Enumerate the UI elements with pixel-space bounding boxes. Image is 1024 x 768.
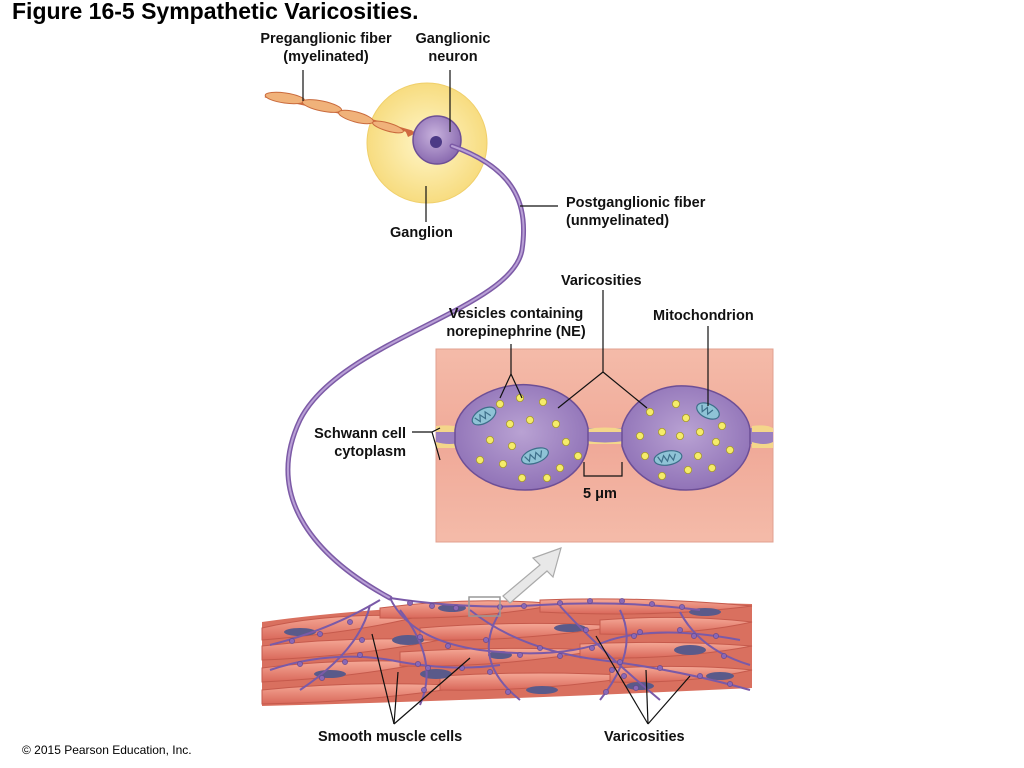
label-preganglionic-line2: (myelinated) (283, 49, 369, 65)
label-ganglionic-neuron: Ganglionic neuron (408, 30, 498, 66)
smooth-muscle-tissue (261, 598, 753, 706)
label-ganglionic-neuron-line2: neuron (428, 49, 478, 65)
label-ganglion: Ganglion (390, 225, 453, 241)
label-postganglionic-line2: (unmyelinated) (566, 213, 670, 229)
label-vesicles-line2: norepinephrine (NE) (446, 324, 586, 340)
label-vesicles-line1: Vesicles containing (448, 306, 584, 322)
varicosity-beads (289, 598, 733, 695)
label-varicosities-top: Varicosities (561, 273, 642, 289)
label-schwann-line1: Schwann cell (314, 426, 406, 442)
varicosity-inset (435, 348, 774, 543)
magnified-region-box (468, 596, 501, 617)
label-vesicles: Vesicles containing norepinephrine (NE) (436, 305, 596, 341)
label-mitochondrion: Mitochondrion (653, 308, 754, 324)
label-postganglionic-line1: Postganglionic fiber (566, 195, 706, 211)
label-varicosities-bottom: Varicosities (604, 729, 685, 745)
label-schwann-line2: cytoplasm (334, 444, 406, 460)
copyright-notice: © 2015 Pearson Education, Inc. (22, 743, 192, 757)
label-preganglionic-fiber: Preganglionic fiber (myelinated) (246, 30, 406, 66)
neuron-nucleus (430, 136, 442, 148)
label-schwann-cell: Schwann cell cytoplasm (296, 425, 406, 461)
label-scale-bar: 5 μm (583, 486, 617, 502)
leader-lines (302, 70, 709, 725)
preganglionic-fiber (264, 91, 418, 137)
label-preganglionic-line1: Preganglionic fiber (260, 31, 392, 47)
magnify-arrow (502, 547, 562, 604)
label-smooth-muscle-cells: Smooth muscle cells (318, 729, 463, 745)
label-ganglionic-neuron-line1: Ganglionic (415, 31, 491, 47)
label-postganglionic-fiber: Postganglionic fiber (unmyelinated) (566, 194, 705, 230)
figure-title: Figure 16-5 Sympathetic Varicosities. (12, 0, 419, 24)
